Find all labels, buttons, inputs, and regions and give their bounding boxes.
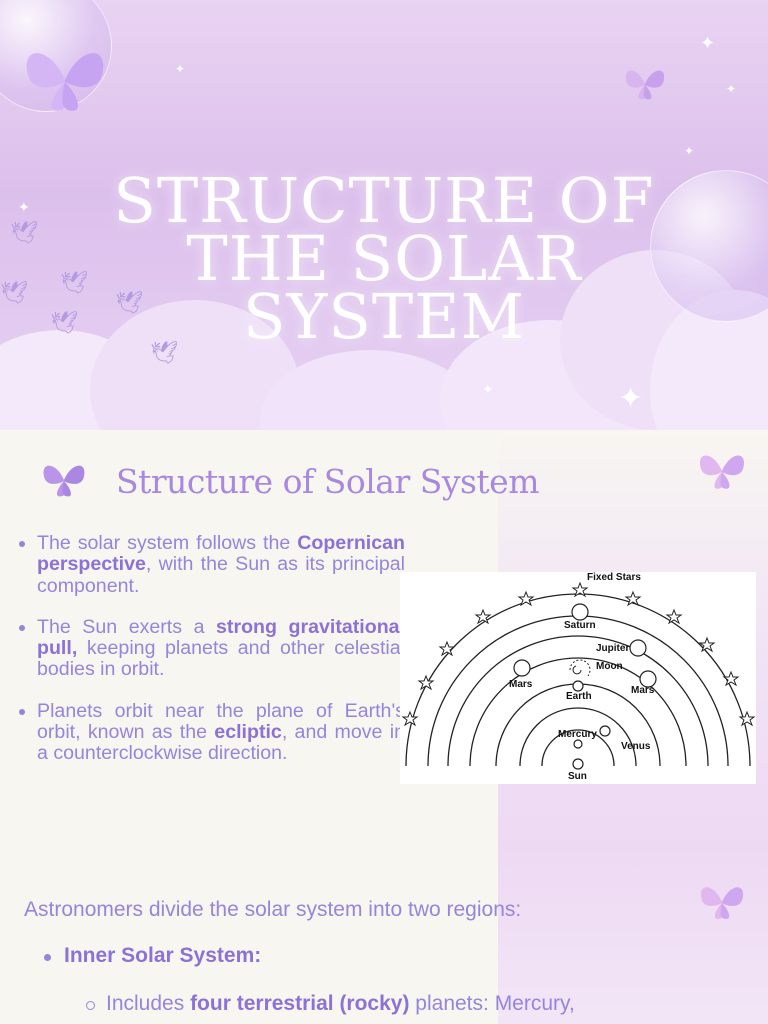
hero-title-line: STRUCTURE OF (113, 163, 655, 237)
bullet-ring (86, 1001, 95, 1010)
hero-title-line: SYSTEM (243, 279, 525, 353)
diagram-label: Mars (631, 685, 655, 696)
sparkle-icon: ✦ (684, 144, 695, 158)
diagram-label: Earth (566, 691, 592, 702)
bullet-list: The solar system follows the Copernican … (18, 532, 406, 785)
bullet-text: , and move in a counterclockwise directi… (37, 721, 405, 765)
bullet-dot (44, 954, 51, 961)
sparkle-icon: ✦ (726, 82, 737, 96)
inner-solar-system-label: Inner Solar System: (64, 944, 262, 967)
diagram-label: Mercury (558, 729, 597, 740)
bullet-text: Planets orbit near the plane of Earth's … (37, 699, 405, 744)
sub-item-text: Includes four terrestrial (rocky) planet… (106, 991, 575, 1017)
hero-banner: 🕊 🕊 🕊 🕊 🕊 🕊 ✦ ✦ ✦ ✦ ✦ ✦ ✦ STRUCTURE OF T… (0, 0, 768, 430)
regions-intro: Astronomers divide the solar system into… (24, 898, 522, 921)
butterfly-icon (622, 64, 668, 109)
diagram-label: Jupiter (596, 643, 629, 654)
list-item: The Sun exerts a strong gravitational pu… (37, 615, 406, 681)
butterfly-icon (20, 40, 110, 125)
bullet-text: Includes (106, 992, 191, 1015)
solar-system-diagram: Fixed Stars Saturn Jupiter Moon Mars Ear… (400, 572, 756, 784)
bullet-text: The Sun exerts a (37, 615, 217, 638)
hero-title-line: THE SOLAR (186, 221, 582, 295)
section-heading: Structure of Solar System (40, 456, 640, 508)
bullet-text: planets: Mercury, (409, 992, 575, 1015)
diagram-label: Venus (621, 741, 651, 752)
bubble (650, 170, 768, 322)
bird-icon: 🕊 (50, 310, 78, 335)
diagram-label: Fixed Stars (587, 572, 641, 583)
bullet-emphasis: strong gravitational pull, (37, 615, 406, 660)
sparkle-icon: ✦ (18, 199, 30, 215)
sparkle-icon: ✦ (700, 33, 716, 53)
diagram-label: Moon (596, 661, 623, 672)
butterfly-icon (696, 448, 748, 499)
diagram-label: Mars (509, 679, 533, 690)
bullet-emphasis: four terrestrial (rocky) (190, 992, 410, 1015)
sparkle-icon: ✦ (175, 62, 186, 76)
diagram-label: Sun (568, 771, 587, 782)
bullet-text: The solar system follows the (37, 532, 298, 554)
butterfly-icon (697, 880, 747, 929)
bird-icon: 🕊 (0, 280, 28, 305)
bird-icon: 🕊 (10, 220, 38, 245)
hero-title: STRUCTURE OF THE SOLAR SYSTEM (0, 163, 768, 353)
section-title: Structure of Solar System (116, 462, 540, 501)
sparkle-icon: ✦ (618, 382, 644, 415)
bird-icon: 🕊 (60, 270, 88, 295)
list-item: The solar system follows the Copernican … (37, 532, 405, 597)
bullet-text: , with the Sun as its principal componen… (37, 553, 405, 597)
butterfly-icon (40, 458, 88, 511)
bird-icon: 🕊 (115, 290, 143, 315)
diagram-svg: Fixed Stars Saturn Jupiter Moon Mars Ear… (401, 572, 756, 782)
sparkle-icon: ✦ (482, 381, 494, 397)
bullet-text: keeping planets and other celestial bodi… (37, 637, 405, 681)
bullet-emphasis: Copernican perspective (37, 532, 405, 576)
list-item: Planets orbit near the plane of Earth's … (37, 699, 405, 765)
bird-icon: 🕊 (150, 340, 178, 365)
bullet-emphasis: ecliptic (214, 721, 282, 744)
diagram-label: Saturn (564, 620, 596, 631)
